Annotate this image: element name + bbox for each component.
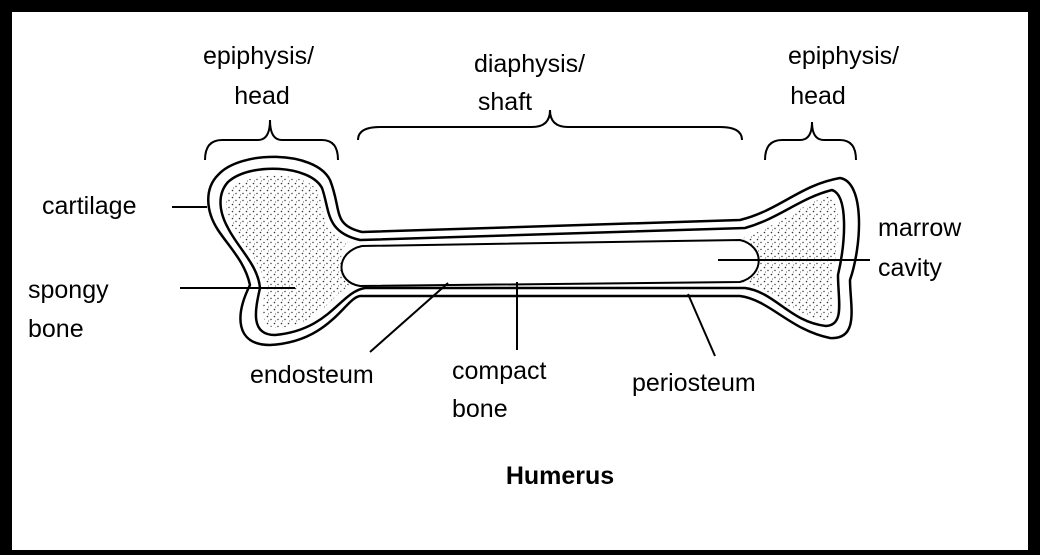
label-marrow-cavity: marrow cavity <box>878 214 968 282</box>
leader-periosteum <box>688 294 715 356</box>
leader-endosteum <box>370 283 448 352</box>
bracket-epiphysis-right <box>765 122 856 160</box>
label-epiphysis-right: epiphysis/ head <box>788 42 906 110</box>
label-diaphysis: diaphysis/ shaft <box>474 50 592 116</box>
diagram-title: Humerus <box>506 462 614 490</box>
bone <box>208 157 859 345</box>
label-periosteum: periosteum <box>632 369 756 397</box>
label-compact-bone: compact bone <box>452 357 553 423</box>
marrow-cavity <box>341 240 758 286</box>
label-spongy-bone: spongy bone <box>28 276 116 343</box>
bracket-epiphysis-left <box>205 120 338 160</box>
label-epiphysis-left: epiphysis/ head <box>203 42 321 110</box>
bracket-diaphysis <box>358 110 742 140</box>
label-endosteum: endosteum <box>250 361 374 389</box>
label-cartilage: cartilage <box>42 192 137 220</box>
